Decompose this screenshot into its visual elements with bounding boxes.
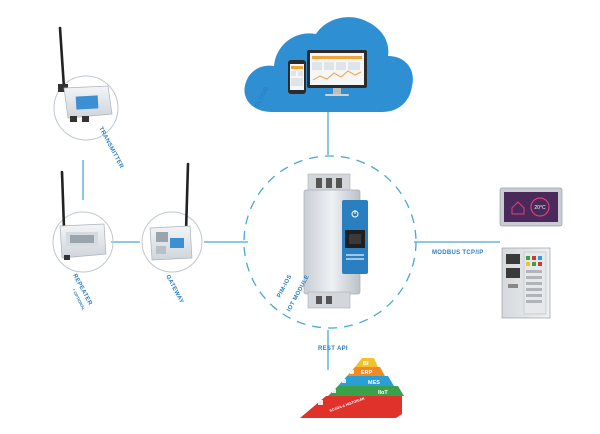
transmitter-label: TRANSMITTER — [97, 126, 124, 170]
pyramid-icon-3 — [342, 379, 346, 383]
hmi-panel-group: 20°C — [499, 187, 563, 227]
thermostat-dial — [530, 197, 550, 217]
transmitter-ring — [53, 75, 119, 141]
pyramid-iiot-label: IIoT — [378, 390, 388, 396]
home-icon — [511, 201, 525, 215]
module-label-line1: PIM-IOS — [276, 274, 293, 299]
gateway-label: GATEWAY — [164, 274, 184, 305]
pyramid-bi — [355, 358, 378, 367]
pyramid-mes-label: MES — [368, 380, 380, 386]
pyramid-icon-2 — [332, 389, 336, 393]
pyramid-mes — [338, 376, 394, 386]
repeater-ring — [52, 211, 114, 273]
pyramid-erp-label: ERP — [361, 370, 373, 376]
pyramid-base — [300, 396, 402, 418]
pyramid-iiot — [328, 386, 404, 396]
gateway-antenna — [184, 162, 190, 234]
plc-group — [501, 247, 551, 319]
transmitter-antenna — [58, 26, 66, 90]
gateway-group: GATEWAY — [141, 162, 203, 305]
gateway-ring — [141, 211, 203, 273]
pyramid-group: SCADA & HISTORIAN IIoT MES ERP BI — [300, 358, 404, 418]
pyramid-erp — [347, 367, 385, 376]
repeater-antenna — [60, 170, 66, 230]
rest-api-label: REST API — [318, 346, 348, 352]
pyramid-bi-label: BI — [363, 361, 369, 367]
module-dashed-ring — [243, 155, 417, 329]
pyramid-icon-1 — [318, 400, 323, 405]
hmi-temperature: 20°C — [534, 205, 546, 211]
connection-lines — [82, 112, 500, 370]
cloud-group: CLOUD — [244, 17, 413, 112]
modbus-label: MODBUS TCP/IP — [432, 250, 484, 256]
iot-module-group: PIM-IOS IOT MODULE — [276, 173, 368, 313]
transmitter-group: TRANSMITTER — [53, 26, 124, 170]
pyramid-icon-4 — [350, 370, 354, 374]
